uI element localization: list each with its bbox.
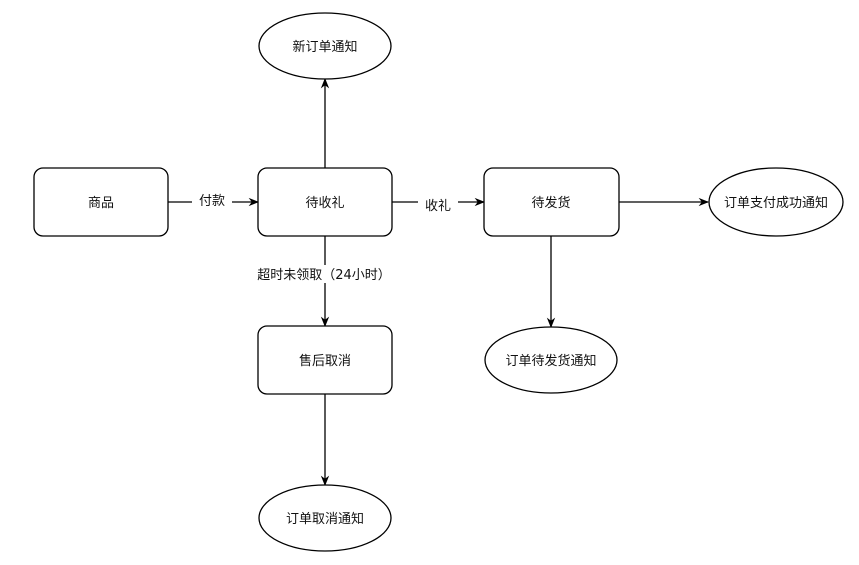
node-pending-receive-label: 待收礼: [305, 195, 344, 211]
node-aftersale-cancel-label: 售后取消: [299, 353, 351, 369]
node-order-cancel-notice: 订单取消通知: [258, 484, 392, 552]
node-pay-success-notice: 订单支付成功通知: [708, 167, 844, 237]
node-pending-ship-notice: 订单待发货通知: [484, 326, 618, 394]
node-pending-ship-label: 待发货: [531, 195, 570, 211]
node-product-label: 商品: [88, 196, 114, 211]
edge-label-pay: 付款: [199, 194, 225, 209]
node-pending-receive: 待收礼: [257, 167, 393, 237]
node-new-order-notice-label: 新订单通知: [292, 39, 357, 55]
node-product: 商品: [33, 167, 169, 237]
node-pending-ship: 待发货: [483, 167, 620, 237]
node-aftersale-cancel: 售后取消: [257, 325, 393, 395]
node-pending-ship-notice-label: 订单待发货通知: [505, 353, 596, 369]
edge-labels: 付款 收礼 超时未领取（24小时）: [192, 191, 458, 283]
edge-label-receive: 收礼: [425, 198, 451, 214]
node-new-order-notice: 新订单通知: [258, 12, 392, 80]
node-order-cancel-notice-label: 订单取消通知: [286, 511, 364, 527]
edge-label-timeout: 超时未领取（24小时）: [257, 268, 391, 283]
node-pay-success-notice-label: 订单支付成功通知: [724, 195, 828, 211]
